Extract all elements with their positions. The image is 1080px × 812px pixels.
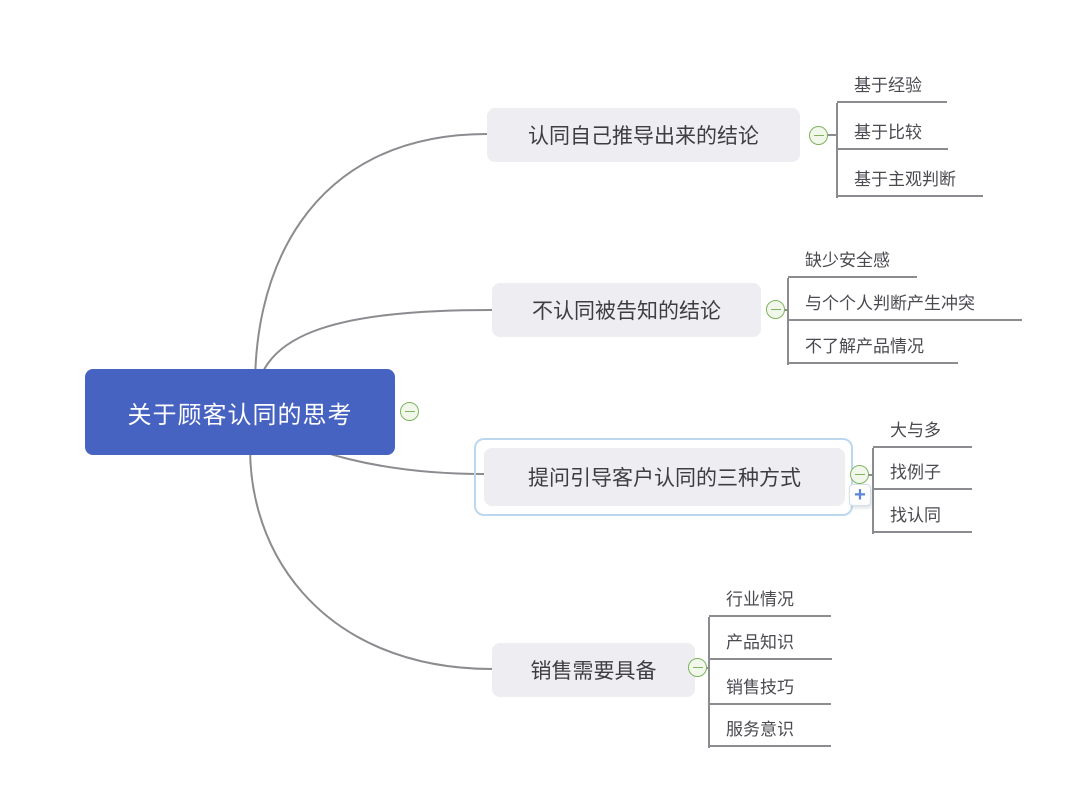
connector-stub [826, 134, 838, 136]
leaf-topic[interactable]: 服务意识 [709, 715, 831, 747]
connector-stub [704, 667, 710, 669]
add-child-button[interactable]: + [849, 484, 871, 506]
leaf-topic-label: 找例子 [890, 463, 941, 482]
collapse-icon[interactable] [809, 126, 828, 145]
leaf-topic[interactable]: 基于主观判断 [837, 165, 983, 197]
leaf-topic[interactable]: 大与多 [873, 416, 972, 448]
root-topic[interactable]: 关于顾客认同的思考 [85, 369, 395, 455]
plus-icon: + [854, 484, 866, 506]
leaf-topic-label: 不了解产品情况 [805, 337, 924, 356]
leaf-topic-label: 找认同 [890, 506, 941, 525]
leaf-topic-label: 服务意识 [726, 720, 794, 739]
branch-topic-2[interactable]: 不认同被告知的结论 [492, 283, 761, 337]
leaf-topic-label: 行业情况 [726, 590, 794, 609]
leaf-topic-label: 销售技巧 [726, 678, 794, 697]
leaf-topic[interactable]: 销售技巧 [709, 673, 831, 705]
connector-stub [868, 474, 874, 476]
leaf-topic[interactable]: 找例子 [873, 458, 972, 490]
leaf-topic[interactable]: 基于经验 [837, 71, 947, 103]
leaf-topic[interactable]: 与个个人判断产生冲突 [788, 289, 1022, 321]
leaf-topic-label: 产品知识 [726, 633, 794, 652]
branch-topic-4-label: 销售需要具备 [530, 660, 657, 683]
leaf-topic-label: 基于比较 [854, 123, 922, 142]
connector-spine [787, 278, 789, 365]
leaf-topic[interactable]: 缺少安全感 [788, 246, 917, 278]
selected-topic-outline: 提问引导客户认同的三种方式 [474, 438, 853, 516]
branch-topic-4[interactable]: 销售需要具备 [492, 643, 695, 697]
collapse-icon[interactable] [850, 465, 869, 484]
connector-stub [783, 309, 789, 311]
leaf-topic[interactable]: 不了解产品情况 [788, 332, 958, 364]
connector-spine [708, 617, 710, 748]
leaf-topic[interactable]: 产品知识 [709, 628, 832, 660]
leaf-topic-label: 缺少安全感 [805, 251, 890, 270]
root-topic-label: 关于顾客认同的思考 [127, 401, 353, 429]
leaf-topic-label: 与个个人判断产生冲突 [805, 294, 975, 313]
branch-topic-3-selected[interactable]: 提问引导客户认同的三种方式 [484, 448, 845, 506]
collapse-icon[interactable] [688, 658, 707, 677]
leaf-topic-label: 大与多 [890, 421, 941, 440]
branch-topic-2-label: 不认同被告知的结论 [532, 300, 721, 323]
leaf-topic-label: 基于经验 [854, 76, 922, 95]
leaf-topic[interactable]: 行业情况 [709, 585, 831, 617]
branch-topic-1[interactable]: 认同自己推导出来的结论 [487, 108, 800, 162]
leaf-topic-label: 基于主观判断 [854, 170, 956, 189]
branch-topic-1-label: 认同自己推导出来的结论 [528, 125, 759, 148]
leaf-topic[interactable]: 找认同 [873, 501, 972, 533]
collapse-icon[interactable] [400, 402, 419, 421]
branch-topic-3-label: 提问引导客户认同的三种方式 [528, 467, 801, 490]
collapse-icon[interactable] [766, 300, 785, 319]
connector-spine [836, 103, 838, 198]
leaf-topic[interactable]: 基于比较 [837, 118, 948, 150]
connector-spine [872, 448, 874, 534]
